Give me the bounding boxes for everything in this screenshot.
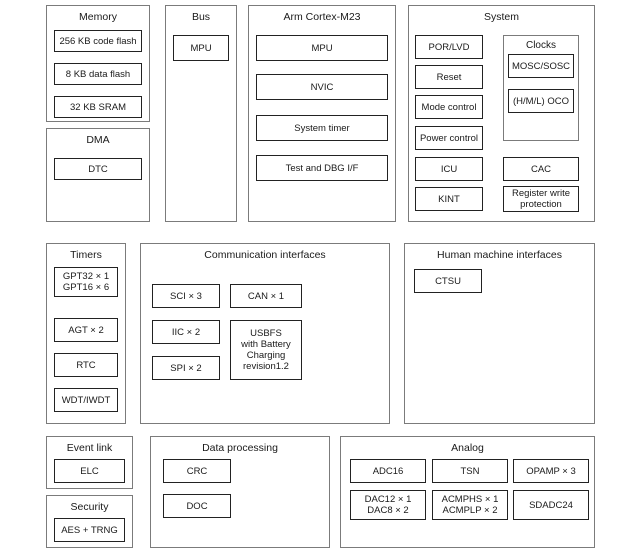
group-title-memory: Memory <box>79 11 117 23</box>
block-reset: Reset <box>415 65 483 89</box>
block-aes-trng: AES + TRNG <box>54 518 125 542</box>
subgroup-title-clocks: Clocks <box>525 40 556 51</box>
block-sram: 32 KB SRAM <box>54 96 142 118</box>
group-title-timers: Timers <box>70 249 102 261</box>
block-adc16: ADC16 <box>350 459 426 483</box>
block-gpt: GPT32 × 1 GPT16 × 6 <box>54 267 118 297</box>
block-rtc: RTC <box>54 353 118 377</box>
block-hml-oco: (H/M/L) OCO <box>508 89 574 113</box>
group-data-processing: Data processing <box>150 436 330 548</box>
block-test-dbg: Test and DBG I/F <box>256 155 388 181</box>
block-iic: IIC × 2 <box>152 320 220 344</box>
block-acmp: ACMPHS × 1 ACMPLP × 2 <box>432 490 508 520</box>
group-title-comm: Communication interfaces <box>204 249 326 261</box>
block-dtc: DTC <box>54 158 142 180</box>
block-mpu: MPU <box>256 35 388 61</box>
block-data-flash: 8 KB data flash <box>54 63 142 85</box>
block-agt: AGT × 2 <box>54 318 118 342</box>
block-system-timer: System timer <box>256 115 388 141</box>
block-tsn: TSN <box>432 459 508 483</box>
group-title-security: Security <box>70 501 109 513</box>
block-doc: DOC <box>163 494 231 518</box>
block-wdt-iwdt: WDT/IWDT <box>54 388 118 412</box>
group-title-event-link: Event link <box>66 442 113 454</box>
block-mosc-sosc: MOSC/SOSC <box>508 54 574 78</box>
block-mpu: MPU <box>173 35 229 61</box>
group-title-cpu: Arm Cortex-M23 <box>283 11 361 23</box>
block-sci: SCI × 3 <box>152 284 220 308</box>
block-crc: CRC <box>163 459 231 483</box>
group-title-dma: DMA <box>86 134 110 146</box>
group-title-bus: Bus <box>191 11 211 23</box>
block-register-write-protection: Register write protection <box>503 186 579 212</box>
block-usbfs: USBFS with Battery Charging revision1.2 <box>230 320 302 380</box>
group-title-analog: Analog <box>451 442 484 454</box>
block-ctsu: CTSU <box>414 269 482 293</box>
group-title-hmi: Human machine interfaces <box>437 249 562 261</box>
block-mode-control: Mode control <box>415 95 483 119</box>
block-icu: ICU <box>415 157 483 181</box>
block-sdadc24: SDADC24 <box>513 490 589 520</box>
block-can: CAN × 1 <box>230 284 302 308</box>
block-spi: SPI × 2 <box>152 356 220 380</box>
block-por-lvd: POR/LVD <box>415 35 483 59</box>
block-opamp: OPAMP × 3 <box>513 459 589 483</box>
block-kint: KINT <box>415 187 483 211</box>
block-power-control: Power control <box>415 126 483 150</box>
block-code-flash: 256 KB code flash <box>54 30 142 52</box>
block-elc: ELC <box>54 459 125 483</box>
block-cac: CAC <box>503 157 579 181</box>
block-dac: DAC12 × 1 DAC8 × 2 <box>350 490 426 520</box>
group-title-data-processing: Data processing <box>202 442 278 454</box>
group-title-system: System <box>483 11 519 23</box>
subgroup-clocks: Clocks <box>503 35 579 141</box>
block-nvic: NVIC <box>256 74 388 100</box>
